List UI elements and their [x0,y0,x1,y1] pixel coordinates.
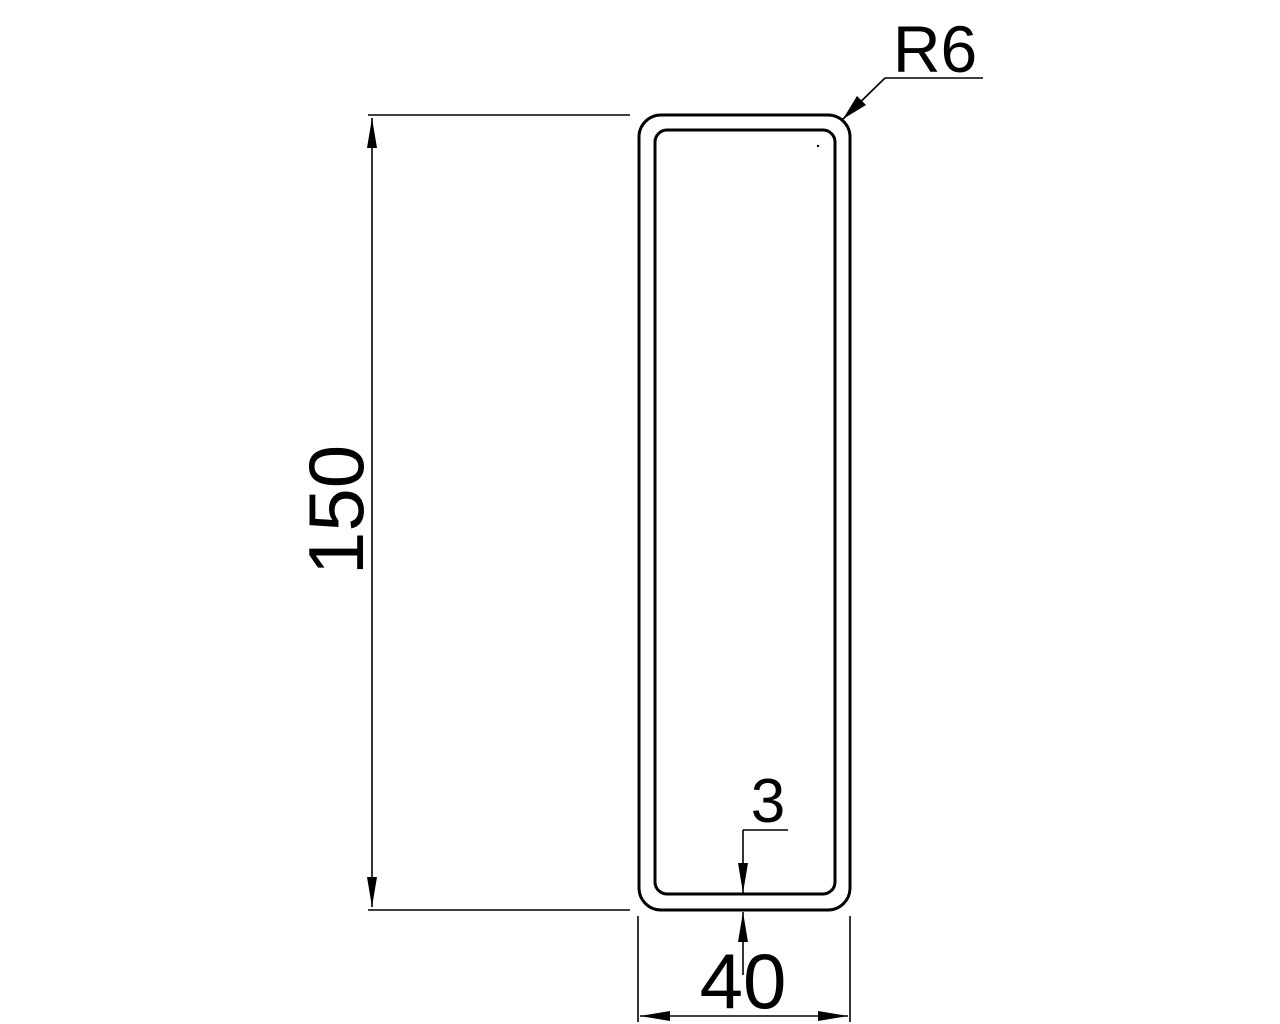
thickness-label: 3 [751,767,785,836]
arrowhead-down-icon [738,863,748,893]
arrowhead-up-icon [738,912,748,942]
radius-dimension [842,77,983,120]
inner-outline [653,128,837,896]
height-dimension [367,114,630,911]
arrowhead-left-icon [640,1011,670,1021]
center-dot [816,144,820,148]
radius-label: R6 [893,12,977,86]
arrowhead-down-icon [367,877,377,907]
height-label: 150 [292,445,380,575]
arrowhead-diagonal-icon [843,96,866,119]
outer-outline [637,113,852,912]
arrowhead-up-icon [367,118,377,148]
width-dimension [637,916,851,1022]
profile-section [637,113,852,912]
arrowhead-right-icon [818,1011,848,1021]
thickness-dimension [738,829,788,975]
